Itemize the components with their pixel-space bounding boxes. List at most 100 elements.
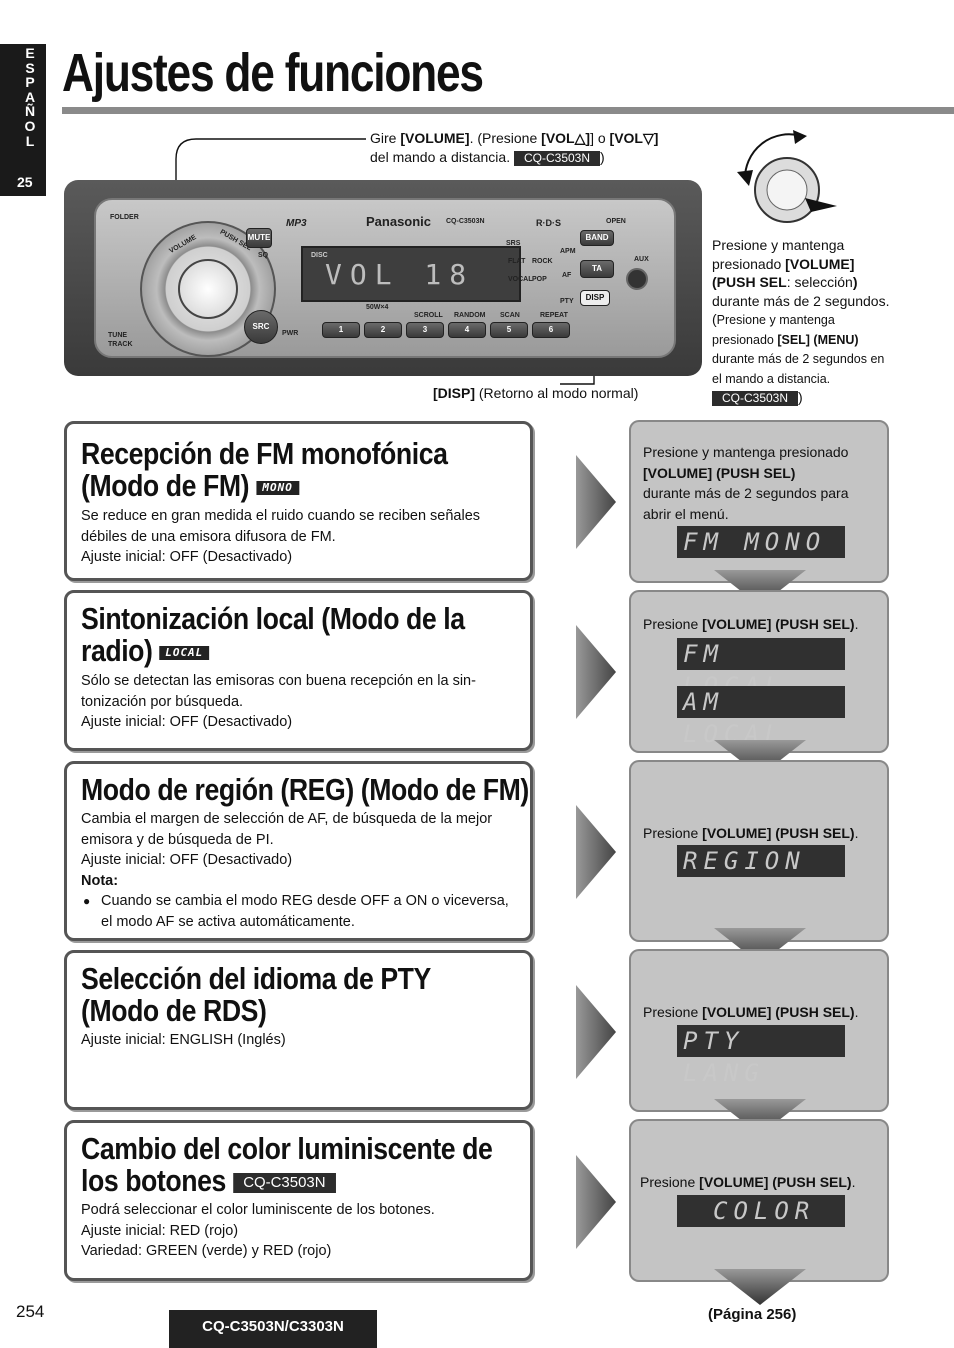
brand-logo: Panasonic: [366, 214, 432, 229]
panel-bold: [VOLUME] (PUSH SEL): [702, 825, 855, 841]
band-button[interactable]: BAND: [580, 230, 614, 246]
panel-instruction: Presione y mantenga presionado [VOLUME] …: [643, 442, 879, 524]
language-letters: E S P A Ñ O L: [22, 46, 38, 148]
eq-rock-label: ROCK: [532, 258, 553, 265]
aux-jack[interactable]: [626, 268, 648, 290]
panel-text: .: [854, 616, 859, 632]
push-sel-callout: Presione y mantenga presionado [VOLUME] …: [712, 236, 892, 407]
section-title-line: Selección del idioma de PTY: [81, 961, 431, 996]
section-local: Sintonización local (Modo de la radio) L…: [64, 590, 533, 751]
eq-flat-label: FLAT: [508, 258, 526, 265]
pty-label: PTY: [560, 298, 574, 305]
note-line: el modo AF se activa automáticamente.: [101, 913, 355, 930]
preset-button-1[interactable]: 1: [322, 322, 360, 338]
section-region: Modo de región (REG) (Modo de FM) Cambia…: [64, 761, 533, 941]
preset-button-6[interactable]: 6: [532, 322, 570, 338]
preset-label: REPEAT: [540, 312, 568, 319]
section-title-line: radio) LOCAL: [81, 635, 545, 667]
mp3-logo: MP3: [286, 218, 307, 229]
watts-label: 50W×4: [366, 304, 389, 311]
disp-button[interactable]: DISP: [580, 290, 610, 306]
body-line: Ajuste inicial: RED (rojo): [81, 1222, 239, 1239]
callout-text: Gire: [370, 130, 401, 146]
sq-label: SQ: [258, 252, 269, 259]
menu-step-panel: Presione [VOLUME] (PUSH SEL). PTY LANG: [629, 949, 889, 1112]
preset-button-2[interactable]: 2: [364, 322, 402, 338]
ta-button[interactable]: TA: [580, 260, 614, 278]
callout-bold: [SEL] (MENU): [777, 332, 859, 347]
lcd-display: AM LOCAL: [677, 686, 845, 748]
callout-bold: ]: [585, 130, 591, 146]
rotate-knob-icon: [737, 130, 837, 223]
callout-bold: [VOLUME]: [400, 130, 470, 146]
folder-label: FOLDER: [110, 214, 139, 221]
volume-label: VOLUME: [168, 233, 198, 256]
callout-text: del mando a distancia.: [370, 149, 511, 165]
section-title-text: los botones: [81, 1163, 226, 1198]
src-button[interactable]: SRC: [244, 310, 278, 344]
section-title: Selección del idioma de PTY (Modo de RDS…: [81, 963, 621, 1027]
lcd-display: PTY LANG: [677, 1025, 845, 1087]
section-title-line: (Modo de RDS): [81, 993, 267, 1028]
eq-vocal-label: VOCAL: [508, 276, 533, 283]
section-body: Ajuste inicial: ENGLISH (Inglés): [81, 1030, 286, 1051]
model-label: CQ-C3503N: [446, 218, 485, 225]
panel-bold: [VOLUME] (PUSH SEL): [699, 1174, 852, 1190]
arrow-right-icon: [576, 625, 616, 719]
callout-text: : selección: [786, 274, 853, 290]
callout-bold: [VOL: [609, 130, 643, 146]
volume-callout: Gire [VOLUME]. (Presione [VOL△]] o [VOL▽…: [370, 129, 658, 167]
af-label: AF: [562, 272, 572, 279]
arrow-right-icon: [576, 805, 616, 899]
preset-button-3[interactable]: 3: [406, 322, 444, 338]
body-line: débiles de una emisora difusora de FM.: [81, 528, 336, 545]
panel-text: durante más de 2 segundos para abrir el …: [643, 485, 849, 522]
panel-text: Presione: [640, 1174, 700, 1190]
section-button-color: Cambio del color luminiscente de los bot…: [64, 1120, 533, 1281]
note-line: Cuando se cambia el modo REG desde OFF a…: [101, 893, 509, 909]
arrow-right-icon: [576, 985, 616, 1079]
mono-indicator-icon: MONO: [256, 480, 299, 495]
arrow-down-icon: [714, 1269, 806, 1305]
body-line: Podrá seleccionar el color luminiscente …: [81, 1202, 435, 1218]
note-item: ● Cuando se cambia el modo REG desde OFF…: [81, 891, 509, 932]
stereo-faceplate: FOLDER VOLUME PUSH SEL TUNE TRACK MUTE S…: [94, 198, 676, 358]
srs-logo: SRS: [506, 240, 521, 247]
section-title-text: radio): [81, 633, 153, 668]
letter: E: [25, 45, 35, 61]
callout-text: Presione y mantenga presionado: [712, 237, 845, 272]
letter: Ñ: [24, 103, 36, 120]
page-title: Ajustes de funciones: [62, 43, 484, 103]
callout-bold: [VOLUME] (PUSH SEL: [712, 255, 855, 291]
panel-text: .: [851, 1174, 856, 1190]
section-title-line: Modo de región (REG) (Modo de FM): [81, 772, 529, 807]
callout-text: Presione y mantenga presionado: [712, 313, 835, 347]
aux-label: AUX: [634, 256, 649, 263]
disp-callout: [DISP] (Retorno al modo normal): [433, 384, 638, 403]
body-line: Ajuste inicial: OFF (Desactivado): [81, 852, 293, 868]
tune-label: TUNE: [108, 332, 128, 339]
panel-text: .: [854, 1004, 859, 1020]
menu-step-panel: Presione y mantenga presionado [VOLUME] …: [629, 420, 889, 583]
panel-text: .: [854, 825, 859, 841]
preset-button-4[interactable]: 4: [448, 322, 486, 338]
chevron-down-icon: ▽: [642, 130, 654, 146]
arrow-down-icon: [714, 740, 806, 776]
panel-bold: [VOLUME] (PUSH SEL): [643, 464, 796, 481]
body-line: Variedad: GREEN (verde) y RED (rojo): [81, 1243, 332, 1259]
letter: A: [24, 88, 36, 105]
apm-label: APM: [560, 248, 576, 255]
arrow-right-icon: [576, 1155, 616, 1249]
callout-bold: ]: [653, 130, 659, 146]
section-fm-mono: Recepción de FM monofónica (Modo de FM) …: [64, 421, 533, 581]
model-badge: CQ-C3503N: [712, 391, 799, 406]
section-body: Se reduce en gran medida el ruido cuando…: [81, 506, 480, 568]
menu-step-panel: Presione [VOLUME] (PUSH SEL). COLOR: [629, 1119, 889, 1282]
body-line: tonización por búsqueda.: [81, 693, 244, 710]
mute-button[interactable]: MUTE: [246, 228, 272, 248]
letter: L: [25, 132, 35, 149]
preset-button-5[interactable]: 5: [490, 322, 528, 338]
section-title-line: Recepción de FM monofónica: [81, 436, 448, 471]
body-line: Cambia el margen de selección de AF, de …: [81, 811, 493, 827]
section-body: Cambia el margen de selección de AF, de …: [81, 809, 509, 932]
